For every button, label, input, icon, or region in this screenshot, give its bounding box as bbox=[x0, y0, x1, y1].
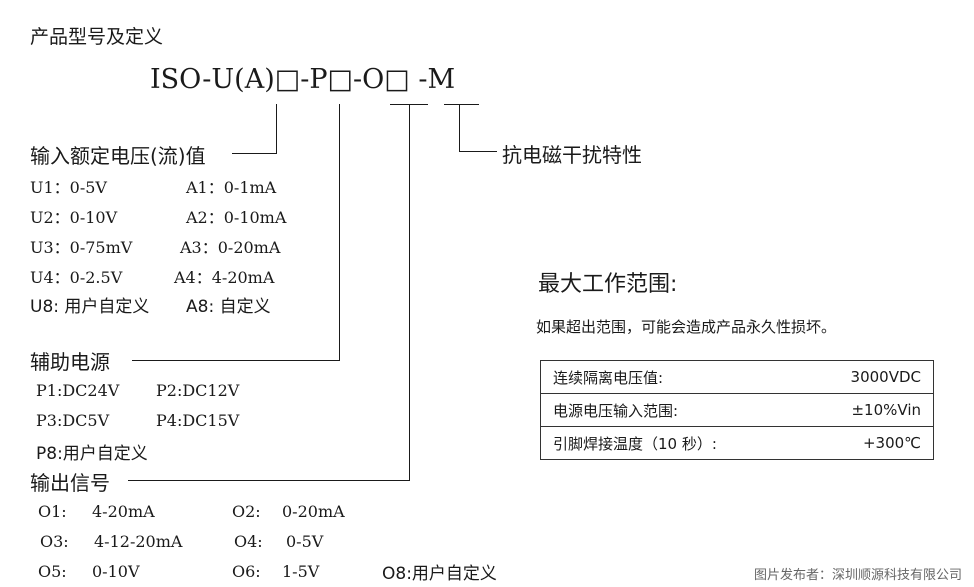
input-option: A8: 自定义 bbox=[186, 297, 271, 317]
page-title: 产品型号及定义 bbox=[30, 26, 164, 48]
max-range-note: 如果超出范围，可能会造成产品永久性损坏。 bbox=[536, 318, 837, 336]
limit-value: +300℃ bbox=[801, 426, 934, 460]
input-option: A2：0-10mA bbox=[186, 208, 287, 227]
limit-value: ±10%Vin bbox=[801, 393, 934, 427]
aux-power-option: P2:DC12V bbox=[156, 381, 240, 400]
aux-power-option: P4:DC15V bbox=[156, 411, 240, 430]
aux-power-option: P8:用户自定义 bbox=[36, 444, 148, 464]
table-row: 连续隔离电压值: 3000VDC bbox=[539, 360, 934, 394]
input-option: U2：0-10V bbox=[30, 208, 118, 227]
model-code: ISO-U(A)□-P□-O□ -M bbox=[150, 64, 456, 95]
publisher-credit: 图片发布者：深圳顺源科技有限公司 bbox=[753, 568, 962, 583]
output-code: O3: bbox=[40, 532, 69, 551]
input-option: U4：0-2.5V bbox=[30, 268, 123, 287]
input-option: A3：0-20mA bbox=[180, 238, 281, 257]
input-option: U3：0-75mV bbox=[30, 238, 133, 257]
input-option: A4：4-20mA bbox=[174, 268, 275, 287]
output-code: O5: bbox=[38, 562, 67, 581]
output-code: O6: bbox=[232, 562, 261, 581]
limits-table: 连续隔离电压值: 3000VDC 电源电压输入范围: ±10%Vin 引脚焊接温… bbox=[539, 360, 934, 460]
table-row: 电源电压输入范围: ±10%Vin bbox=[539, 393, 934, 427]
output-range: 0-10V bbox=[92, 562, 140, 581]
input-option: U1：0-5V bbox=[30, 178, 107, 197]
emi-label: 抗电磁干扰特性 bbox=[502, 143, 642, 167]
limit-value: 3000VDC bbox=[801, 360, 934, 394]
output-code: O4: bbox=[234, 532, 263, 551]
input-option: U8: 用户自定义 bbox=[30, 297, 150, 317]
input-option: A1：0-1mA bbox=[186, 178, 277, 197]
output-code: O1: bbox=[38, 502, 67, 521]
aux-power-label: 辅助电源 bbox=[30, 350, 110, 374]
aux-power-option: P3:DC5V bbox=[36, 411, 110, 430]
limit-label: 连续隔离电压值: bbox=[539, 360, 802, 394]
output-range: 4-20mA bbox=[92, 502, 155, 521]
output-range: 1-5V bbox=[282, 562, 320, 581]
output-custom: O8:用户自定义 bbox=[382, 564, 497, 584]
max-range-title: 最大工作范围: bbox=[538, 272, 678, 297]
output-signal-label: 输出信号 bbox=[30, 471, 110, 495]
output-range: 4-12-20mA bbox=[94, 532, 183, 551]
limit-label: 引脚焊接温度（10 秒）: bbox=[539, 426, 802, 460]
limit-label: 电源电压输入范围: bbox=[539, 393, 802, 427]
aux-power-option: P1:DC24V bbox=[36, 381, 120, 400]
output-range: 0-5V bbox=[286, 532, 324, 551]
output-code: O2: bbox=[232, 502, 261, 521]
table-row: 引脚焊接温度（10 秒）: +300℃ bbox=[539, 426, 934, 460]
output-range: 0-20mA bbox=[282, 502, 345, 521]
input-section-label: 输入额定电压(流)值 bbox=[30, 144, 206, 168]
